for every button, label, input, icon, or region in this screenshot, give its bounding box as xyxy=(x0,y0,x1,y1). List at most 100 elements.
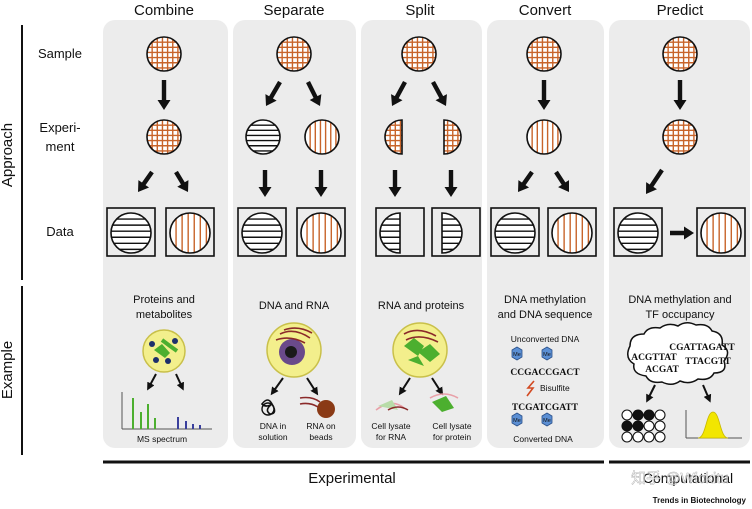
convert-data-disc-horizontal xyxy=(494,212,536,254)
approach-label: Approach xyxy=(0,123,16,187)
watermark-text: 知乎 @Wickitu xyxy=(631,470,729,487)
methyl-marks-top: Me Me xyxy=(511,346,553,361)
combine-example-line2: metabolites xyxy=(136,309,193,321)
cell-lysate-rna-illustration xyxy=(375,400,409,411)
combine-cell-illustration xyxy=(142,329,186,373)
methylation-dot-grid xyxy=(621,409,666,443)
separate-arrow-right xyxy=(306,377,319,396)
split-arrow-right xyxy=(431,377,444,396)
me-label-1: Me xyxy=(513,352,521,358)
panel-split xyxy=(361,20,482,448)
me-label-3: Me xyxy=(513,418,521,424)
rna-on-beads-illustration xyxy=(299,396,335,418)
computational-label: Computational xyxy=(643,470,733,486)
combine-sample-disc xyxy=(146,36,182,72)
predict-sample-disc xyxy=(662,36,698,72)
convert-experiment-disc-vertical xyxy=(526,119,562,155)
methylation-dot xyxy=(621,431,633,443)
bisulfite-label: Bisulfite xyxy=(540,383,570,393)
split-arrow-data-left xyxy=(388,170,402,197)
methylation-dot xyxy=(643,409,655,421)
methylation-dot xyxy=(654,409,666,421)
split-cell-illustration xyxy=(392,322,448,378)
separate-arrow-right-down xyxy=(306,81,322,106)
split-arrow-left-down xyxy=(391,80,407,106)
convert-data-disc-vertical xyxy=(551,212,593,254)
predict-arrow-right xyxy=(702,384,712,403)
split-example-title: RNA and proteins xyxy=(378,300,465,312)
split-experiment-half-left xyxy=(384,119,403,155)
split-left-line1: Cell lysate xyxy=(371,421,410,431)
convert-data-box-left xyxy=(490,207,540,257)
predict-arrow-right xyxy=(670,226,694,240)
methylation-dot xyxy=(632,431,644,443)
predict-arrow-down xyxy=(673,80,687,110)
split-data-box-left xyxy=(375,207,425,257)
column-title-convert: Convert xyxy=(519,2,572,19)
separate-arrow-data-right xyxy=(314,170,328,197)
methylation-dot xyxy=(654,420,666,432)
separate-left-line1: DNA in xyxy=(260,421,287,431)
combine-experiment-disc xyxy=(146,119,182,155)
methyl-marks-bottom: Me Me xyxy=(511,412,553,427)
predict-example-line2: TF occupancy xyxy=(645,309,715,321)
convert-arrow-data-left xyxy=(518,170,534,192)
separate-data-disc-horizontal xyxy=(241,212,283,254)
split-arrow-left xyxy=(398,377,411,396)
column-title-predict: Predict xyxy=(657,2,705,19)
column-title-separate: Separate xyxy=(264,2,325,19)
convert-arrow-data-right xyxy=(554,170,569,192)
row-label-experiment-2: ment xyxy=(46,139,75,154)
unconverted-dna-label: Unconverted DNA xyxy=(511,334,580,344)
predict-data-box-left xyxy=(613,207,663,257)
combine-arrow-data-left xyxy=(138,170,154,192)
row-label-sample: Sample xyxy=(38,46,82,61)
converted-dna-label: Converted DNA xyxy=(513,434,573,444)
separate-experiment-disc-vertical xyxy=(304,119,340,155)
separate-cell-illustration xyxy=(266,322,322,378)
predict-data-disc-horizontal xyxy=(617,212,659,254)
split-data-box-right xyxy=(431,207,481,257)
combine-caption: MS spectrum xyxy=(137,434,187,444)
predict-example-line1: DNA methylation and xyxy=(628,294,731,306)
separate-experiment-disc-horizontal xyxy=(245,119,281,155)
separate-data-disc-vertical xyxy=(300,212,342,254)
sequence-cloud xyxy=(627,322,729,385)
sequence-after: TCGATCGATT xyxy=(512,403,579,413)
convert-data-box-right xyxy=(547,207,597,257)
predict-seq-1: CGATTAGATT xyxy=(669,343,735,353)
predict-experiment-disc xyxy=(662,119,698,155)
separate-data-box-right xyxy=(296,207,346,257)
separate-data-box-left xyxy=(237,207,287,257)
convert-sample-disc xyxy=(526,36,562,72)
me-label-2: Me xyxy=(543,352,551,358)
separate-left-line2: solution xyxy=(258,432,288,442)
convert-example-line2: and DNA sequence xyxy=(498,309,593,321)
separate-arrow-left xyxy=(270,377,284,396)
split-left-line2: for RNA xyxy=(376,432,407,442)
combine-arrow-data-right xyxy=(174,170,189,192)
predict-seq-4: ACGAT xyxy=(645,365,679,375)
ms-spectrum xyxy=(121,392,212,430)
split-right-line2: for protein xyxy=(433,432,472,442)
methylation-dot xyxy=(621,409,633,421)
separate-example-title: DNA and RNA xyxy=(259,300,330,312)
separate-arrow-data-left xyxy=(258,170,272,197)
methylation-dot xyxy=(643,431,655,443)
predict-arrow-data-left xyxy=(646,168,664,194)
dna-in-solution-illustration xyxy=(260,399,276,416)
combine-arrow-right xyxy=(175,373,184,391)
combine-arrow-down xyxy=(157,80,171,110)
combine-data-box-left xyxy=(106,207,156,257)
panel-convert xyxy=(487,20,604,448)
separate-right-line2: beads xyxy=(309,432,332,442)
example-label: Example xyxy=(0,341,16,399)
predict-data-disc-vertical xyxy=(700,212,742,254)
predict-seq-3: TTACGTT xyxy=(685,357,731,367)
separate-arrow-left-down xyxy=(265,80,282,106)
convert-example-line1: DNA methylation xyxy=(504,294,586,306)
bisulfite-bolt xyxy=(526,380,535,397)
methylation-dot xyxy=(654,431,666,443)
combine-data-disc-vertical xyxy=(169,212,211,254)
journal-credit: Trends in Biotechnology xyxy=(653,496,747,505)
